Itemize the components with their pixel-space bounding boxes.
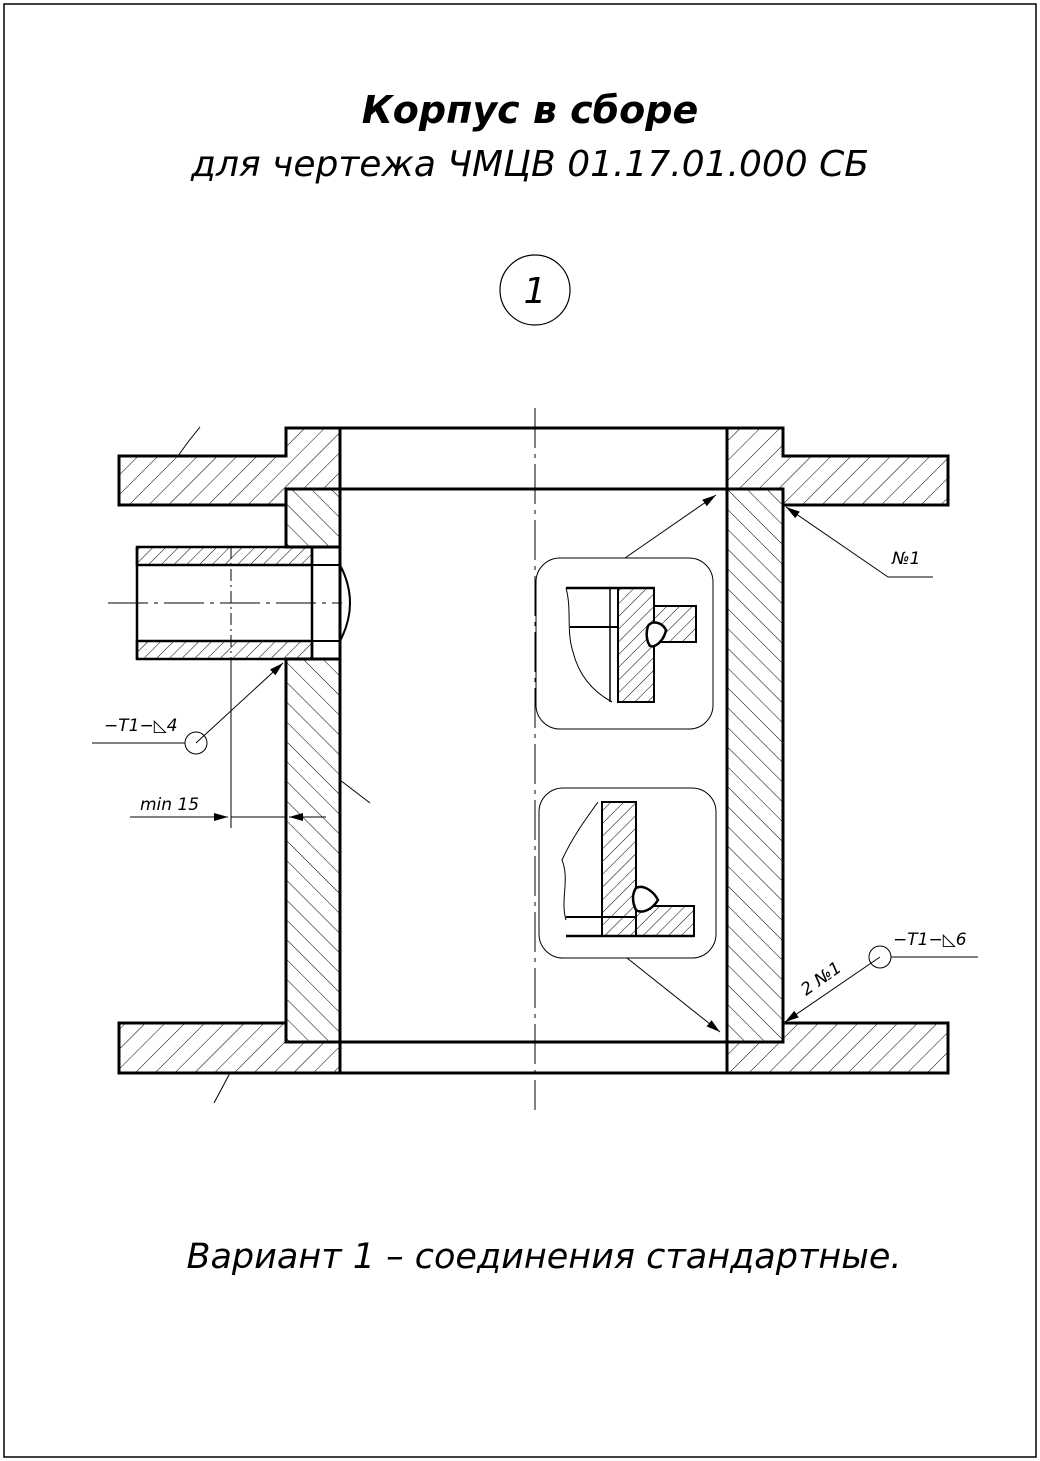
variant-caption: Вариант 1 – соединения стандартные.	[186, 1237, 901, 1277]
pipe-wall-top	[135, 545, 314, 567]
wall-tick	[339, 779, 371, 804]
flange-bottom-tick	[213, 1072, 231, 1104]
drawing-subtitle: для чертежа ЧМЦВ 01.17.01.000 СБ	[190, 144, 869, 185]
leader-detail-bottom	[626, 957, 721, 1033]
sheet-frame	[3, 3, 1037, 1458]
label-dimension-min: min 15	[140, 795, 199, 815]
housing-section	[108, 408, 950, 1110]
wall-right	[725, 487, 785, 1044]
wall-left-upper	[284, 487, 342, 549]
detail-top-break	[565, 587, 613, 703]
detail-bottom-weld	[631, 885, 660, 913]
leader-detail-top	[624, 494, 717, 559]
detail-top-weld	[645, 621, 668, 648]
detail-top	[535, 557, 714, 730]
view-number-circle	[499, 254, 571, 326]
label-weld-bottom-right-count: 2 №1	[797, 958, 845, 1000]
leader-weld-top-right	[785, 506, 889, 578]
leader-weld-bottom-right	[784, 956, 881, 1023]
flange-top-tick	[177, 426, 201, 457]
detail-bottom-break	[561, 801, 599, 921]
pipe-cut-arc	[339, 564, 351, 642]
label-weld-bottom-right: −Т1−◺6	[893, 930, 967, 950]
pipe-wall-bottom	[135, 639, 314, 661]
view-number: 1	[524, 271, 547, 312]
detail-bottom-wall	[601, 801, 637, 937]
wall-left-lower	[284, 657, 342, 1044]
drawing-title: Корпус в сборе	[362, 88, 699, 132]
detail-bottom	[538, 787, 717, 959]
label-weld-top-right: №1	[891, 549, 921, 569]
detail-top-frame	[535, 557, 714, 730]
leader-weld-left	[195, 662, 284, 744]
label-weld-left: −Т1−◺4	[104, 716, 178, 736]
